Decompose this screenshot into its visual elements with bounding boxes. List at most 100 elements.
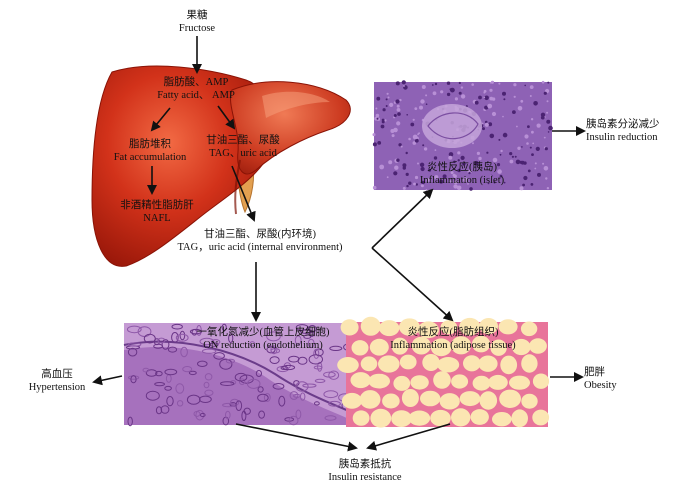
endothelium-cell: [155, 370, 163, 377]
endothelium-cell: [167, 346, 178, 353]
liver-illustration: [91, 65, 351, 267]
islet-cell-nucleus: [463, 177, 468, 182]
endothelium-cell: [222, 402, 235, 408]
endothelium-cell: [179, 330, 186, 341]
islet-cell-nucleus: [546, 119, 551, 124]
islet-cell-nucleus: [399, 98, 402, 102]
islet-cell-nucleus: [478, 95, 482, 100]
endothelium-tissue-image: [123, 323, 353, 427]
adipocyte: [451, 336, 472, 355]
islet-cell-nucleus: [396, 104, 400, 108]
endothelium-cell: [199, 337, 215, 346]
islet-cell-nucleus: [408, 137, 411, 141]
islet-cell-nucleus: [484, 120, 488, 124]
islet-cell-nucleus: [489, 133, 495, 139]
endothelium-cell: [295, 409, 302, 420]
arrow-endothelium-to-insulin-resistance: [235, 423, 358, 452]
adipocyte: [470, 409, 489, 425]
islet-cell-nucleus: [428, 168, 432, 172]
adipose-tissue-image: [337, 316, 550, 428]
adipocyte: [341, 392, 363, 409]
islet-cell-nucleus: [546, 187, 550, 190]
label-on-reduction: 一氧化氮减少(血管上皮细胞)ON reduction (endothelium): [196, 327, 330, 351]
endothelium-cell: [323, 371, 336, 378]
endothelium-cell: [171, 332, 179, 343]
adipocyte: [472, 375, 491, 391]
islet-cell-nucleus: [471, 83, 475, 86]
islet-cell-nucleus: [405, 151, 408, 155]
endothelium-cell: [313, 365, 323, 370]
endothelium-cell: [142, 367, 150, 373]
islet-cell-nucleus: [440, 90, 444, 94]
endothelium-cell: [213, 352, 225, 360]
endothelium-cell: [221, 323, 227, 331]
islet-cell-nucleus: [530, 183, 534, 186]
adipocyte: [410, 375, 429, 390]
islet-cell-nucleus: [503, 181, 506, 184]
endothelium-cell: [200, 412, 206, 418]
islet-cell-nucleus: [397, 112, 401, 116]
adipocyte: [430, 409, 451, 427]
islet-cell-nucleus: [396, 121, 401, 126]
islet-cell-nucleus: [487, 103, 493, 109]
islet-cell-nucleus: [457, 168, 461, 173]
islet-cell-nucleus: [460, 155, 465, 160]
endothelium-cell: [288, 355, 300, 363]
islet-cell-nucleus: [484, 122, 489, 127]
islet-cell-nucleus: [453, 160, 456, 164]
endothelium-cell: [314, 378, 326, 383]
endothelium-cell: [270, 345, 278, 355]
islet-cell-nucleus: [541, 80, 545, 84]
endothelium-cell: [225, 358, 235, 364]
endothelium-cell: [257, 393, 269, 402]
endothelium-cell: [188, 370, 197, 376]
adipocyte: [393, 375, 411, 391]
endothelium-cell: [164, 368, 178, 376]
islet-cell-nucleus: [393, 114, 397, 117]
islet-cell-nucleus: [514, 155, 517, 158]
endothelium-cell: [130, 375, 137, 384]
adipocyte: [391, 337, 409, 355]
adipocyte: [479, 318, 498, 335]
adipocyte: [529, 338, 547, 354]
islet-cell-nucleus: [453, 184, 458, 189]
endothelium-cell: [127, 416, 133, 427]
islet-cell-nucleus: [468, 171, 471, 175]
endothelium-cell: [278, 395, 286, 407]
endothelium-cell: [128, 342, 142, 347]
islet-cell-nucleus: [509, 159, 514, 164]
adipocyte: [459, 391, 481, 407]
islet-cell-nucleus: [502, 132, 508, 138]
islet-cell-nucleus: [434, 149, 437, 152]
islet-cell-nucleus: [425, 94, 428, 97]
islet-cell-nucleus: [502, 91, 506, 96]
endothelium-cell: [175, 333, 189, 342]
arrow-environment-to-adipose: [371, 247, 454, 322]
islet-cell-nucleus: [432, 91, 437, 96]
arrow-fatty-acid-to-tag: [217, 105, 236, 130]
endothelium-cell: [324, 415, 337, 421]
liver-left-lobe: [230, 81, 351, 175]
islet-cell-nucleus: [380, 124, 385, 129]
islet-cell-nucleus: [496, 163, 501, 167]
islet-cell-nucleus: [433, 156, 438, 160]
islet-cell-nucleus: [400, 145, 403, 148]
liver-vessel: [234, 159, 241, 215]
endothelium-cell: [127, 347, 138, 357]
islet-cell-nucleus: [489, 88, 493, 92]
islet-cell-nucleus: [458, 91, 462, 95]
islet-cell-nucleus: [490, 80, 494, 84]
adipocyte: [422, 354, 440, 371]
islet-cell-nucleus: [476, 151, 480, 155]
islet-cell-nucleus: [398, 143, 402, 147]
adipocyte: [521, 354, 538, 373]
adipocyte: [360, 316, 381, 336]
islet-cell-nucleus: [462, 162, 466, 166]
islet-cell-nucleus: [474, 100, 479, 105]
islet-cell-nucleus: [467, 183, 469, 185]
